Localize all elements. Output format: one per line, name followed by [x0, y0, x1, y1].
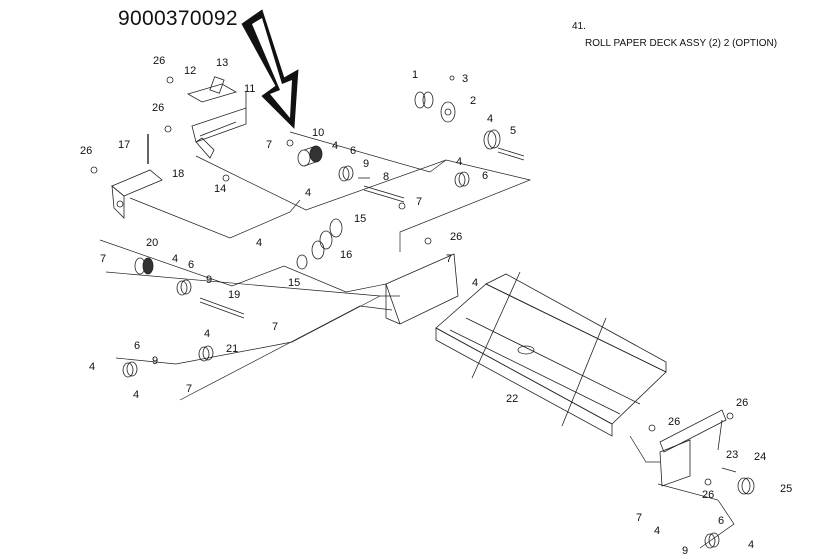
callout: 10 [312, 127, 324, 139]
paper-deck-tray-22 [435, 271, 667, 437]
callout: 16 [340, 249, 352, 261]
ring-7 [398, 202, 406, 210]
callout: 9 [682, 545, 688, 557]
callout: 4 [472, 277, 478, 289]
callout: 26 [668, 416, 680, 428]
callout: 6 [350, 145, 356, 157]
callout: 4 [748, 539, 754, 551]
callout: 12 [184, 65, 196, 77]
callout: 6 [134, 340, 140, 352]
callout: 26 [450, 231, 462, 243]
shaft-19 [199, 297, 245, 319]
callout: 14 [214, 183, 226, 195]
gear-15-16 [296, 218, 343, 270]
callout: 2 [470, 95, 476, 107]
collar-6b [454, 171, 470, 188]
shaft-23 [721, 467, 737, 473]
callout: 9 [206, 274, 212, 286]
part-14 [222, 174, 230, 182]
callout: 4 [204, 328, 210, 340]
roller-10 [286, 139, 323, 167]
callout: 21 [226, 343, 238, 355]
callout: 25 [780, 483, 792, 495]
callout: 18 [172, 168, 184, 180]
callout: 26 [736, 397, 748, 409]
callout: 4 [332, 140, 338, 152]
right-bracket [659, 409, 727, 487]
callout: 20 [146, 237, 158, 249]
callout: 6 [718, 515, 724, 527]
gear-24 [737, 477, 755, 495]
callout: 4 [487, 113, 493, 125]
callout: 26 [153, 55, 165, 67]
screw-26 [90, 76, 734, 486]
callout: 4 [256, 237, 262, 249]
callout: 23 [726, 449, 738, 461]
callout: 7 [266, 139, 272, 151]
callout: 17 [118, 139, 130, 151]
callout: 7 [100, 253, 106, 265]
callout: 8 [383, 171, 389, 183]
callout: 19 [228, 289, 240, 301]
callout: 13 [216, 57, 228, 69]
callout: 26 [152, 102, 164, 114]
callout: 1 [412, 69, 418, 81]
gear-1 [414, 91, 434, 109]
callout: 6 [482, 170, 488, 182]
callout: 4 [89, 361, 95, 373]
bracket-18 [111, 169, 163, 219]
roller-21 [198, 345, 214, 362]
callout: 7 [416, 196, 422, 208]
callout: 5 [510, 125, 516, 137]
figure-number: 41. [572, 21, 586, 32]
callout: 24 [754, 451, 766, 463]
part-number-label: 9000370092 [118, 7, 238, 30]
callout: 7 [186, 383, 192, 395]
callout: 7 [446, 253, 452, 265]
roller-20 [134, 257, 154, 275]
shaft-8 [363, 185, 405, 203]
callout: 6 [188, 259, 194, 271]
gear-5 [483, 129, 525, 161]
collar-6d [122, 361, 138, 378]
figure-title: ROLL PAPER DECK ASSY (2) 2 (OPTION) [585, 38, 778, 49]
bracket-11 [186, 76, 247, 159]
side-frame [385, 253, 459, 325]
callout-labels: 26 13 12 26 11 17 26 18 14 7 10 4 6 9 8 … [80, 55, 792, 557]
callout: 4 [172, 253, 178, 265]
screw-3 [449, 75, 455, 81]
callout: 3 [462, 73, 468, 85]
callout: 7 [272, 321, 278, 333]
collar-6 [338, 165, 354, 182]
callout: 9 [152, 355, 158, 367]
callout: 15 [288, 277, 300, 289]
collar-6e [704, 532, 720, 549]
gear-2 [440, 101, 456, 123]
callout: 22 [506, 393, 518, 405]
callout: 4 [133, 389, 139, 401]
callout: 15 [354, 213, 366, 225]
callout: 9 [363, 158, 369, 170]
callout: 26 [702, 489, 714, 501]
collar-6c [176, 279, 192, 296]
callout: 11 [244, 83, 255, 95]
callout: 4 [305, 187, 311, 199]
callout: 7 [636, 512, 642, 524]
callout: 26 [80, 145, 92, 157]
callout: 4 [654, 525, 660, 537]
callout: 4 [456, 156, 462, 168]
reference-lines [99, 131, 735, 549]
